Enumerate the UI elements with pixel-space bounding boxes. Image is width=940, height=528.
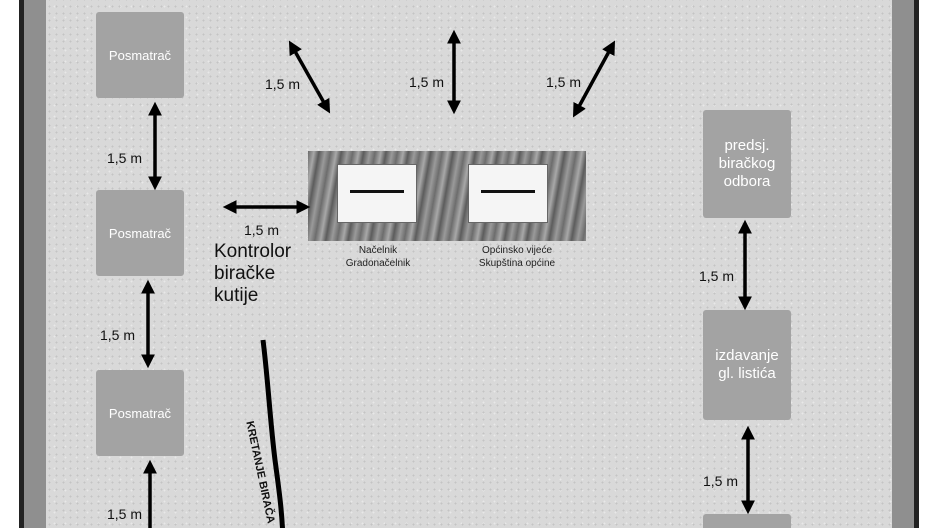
distance-label: 1,5 m (107, 506, 143, 522)
voter-path-line (260, 339, 285, 528)
observer-label-2: Posmatrač (108, 225, 172, 241)
distance-label: 1,5 m (703, 473, 739, 489)
observer-box-1: Posmatrač (96, 12, 184, 98)
ballot-box-caption-council: Općinsko vijeće Skupština općine (478, 245, 556, 269)
observer-label-3: Posmatrač (108, 405, 172, 421)
official-box-partial (703, 514, 791, 528)
committee-president-label: predsj. biračkog odbora (718, 137, 776, 190)
ballot-slot (350, 190, 404, 193)
observer-label-1: Posmatrač (108, 47, 172, 63)
ballot-box-table (308, 151, 586, 241)
distance-label: 1,5 m (265, 76, 301, 92)
ballot-box-council (468, 164, 548, 223)
distance-label: 1,5 m (699, 268, 735, 284)
observer-box-3: Posmatrač (96, 370, 184, 456)
double-arrow-icon (572, 40, 616, 118)
distance-label: 1,5 m (546, 74, 582, 90)
ballot-box-controller-label: Kontrolor biračke kutije (214, 241, 292, 306)
ballot-slot (481, 190, 535, 193)
ballot-box-caption-mayor: Načelnik Gradonačelnik (345, 245, 411, 269)
distance-label: 1,5 m (107, 150, 143, 166)
ballot-issuing-box: izdavanje gl. listića (703, 310, 791, 420)
ballot-box-mayor (337, 164, 417, 223)
distance-label: 1,5 m (244, 222, 280, 238)
observer-box-2: Posmatrač (96, 190, 184, 276)
ballot-issuing-label: izdavanje gl. listića (715, 347, 779, 382)
committee-president-box: predsj. biračkog odbora (703, 110, 791, 218)
distance-label: 1,5 m (409, 74, 445, 90)
distance-label: 1,5 m (100, 327, 136, 343)
double-arrow-icon (288, 40, 331, 114)
